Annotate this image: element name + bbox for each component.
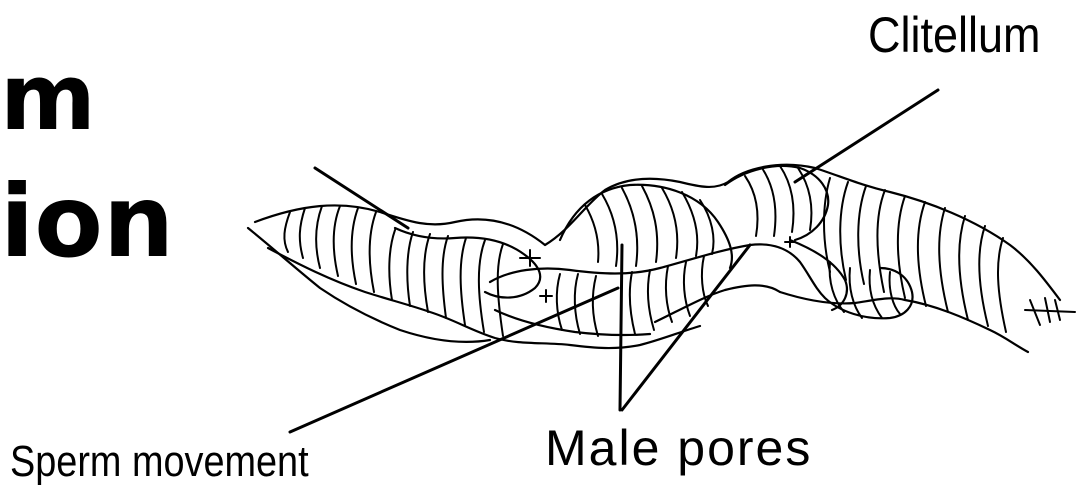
clitellum-pointer-line [795, 90, 938, 182]
male-pore-pointer-line-1 [620, 245, 622, 410]
clitellum-label: Clitellum [868, 10, 1041, 60]
tail-details [520, 237, 1075, 325]
male-pore-pointer-line-2 [622, 245, 750, 410]
pointer-lines [290, 90, 938, 432]
sperm-movement-label: Sperm movement [10, 440, 309, 484]
male-pores-label: Male pores [545, 423, 812, 473]
left-pointer-line [315, 168, 408, 228]
sperm-movement-pointer-line [290, 288, 618, 432]
segment-rings [284, 166, 1006, 336]
